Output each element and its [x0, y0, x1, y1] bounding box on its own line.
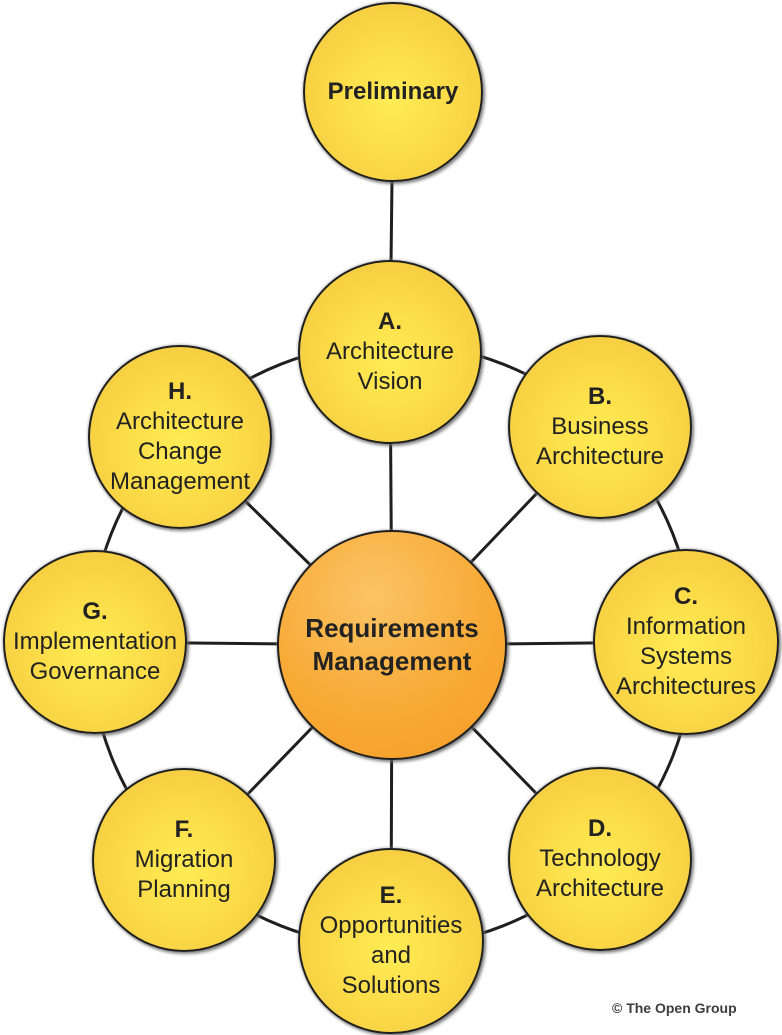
node-phase-d-technology-architecture[interactable]: D. Technology Architecture: [508, 767, 692, 951]
node-phase-c-information-systems-architectures[interactable]: C. Information Systems Architectures: [593, 549, 779, 735]
phase-name-line: Architecture: [535, 875, 665, 902]
phase-name-line: Change: [137, 438, 223, 465]
node-preliminary[interactable]: Preliminary: [303, 2, 483, 182]
phase-letter: A.: [378, 308, 402, 335]
phase-name-line: Management: [312, 646, 472, 676]
node-label: Preliminary: [328, 77, 459, 107]
copyright-text: © The Open Group: [612, 1000, 737, 1016]
phase-name-line: Architecture: [535, 443, 665, 470]
phase-name-line: Migration: [134, 846, 234, 873]
node-label: C. Information Systems Architectures: [616, 582, 756, 702]
node-phase-g-implementation-governance[interactable]: G. Implementation Governance: [3, 550, 187, 734]
phase-name-line: Requirements: [305, 613, 479, 643]
phase-name-line: Architecture: [325, 338, 455, 365]
node-label: B. Business Architecture: [536, 382, 664, 472]
phase-letter: E.: [379, 882, 403, 909]
phase-name-line: Preliminary: [327, 78, 459, 105]
node-label: Requirements Management: [305, 612, 478, 678]
phase-name-line: Management: [109, 468, 251, 495]
node-label: G. Implementation Governance: [13, 597, 177, 687]
node-phase-e-opportunities-and-solutions[interactable]: E. Opportunities and Solutions: [298, 848, 484, 1034]
phase-letter: D.: [588, 815, 612, 842]
phase-name-line: Technology: [539, 845, 661, 872]
phase-name-line: Architectures: [615, 673, 757, 700]
node-label: A. Architecture Vision: [326, 307, 454, 397]
phase-letter: C.: [674, 583, 698, 610]
phase-name-line: Systems: [639, 643, 732, 670]
phase-name-line: Planning: [137, 876, 231, 903]
phase-letter: F.: [174, 816, 194, 843]
phase-name-line: Business: [551, 413, 649, 440]
phase-letter: H.: [168, 378, 192, 405]
node-label: H. Architecture Change Management: [110, 377, 250, 497]
node-phase-a-architecture-vision[interactable]: A. Architecture Vision: [298, 260, 482, 444]
phase-letter: B.: [588, 383, 612, 410]
phase-name-line: Architecture: [115, 408, 245, 435]
phase-name-line: Solutions: [341, 972, 441, 999]
phase-name-line: and: [370, 942, 412, 969]
node-phase-h-architecture-change-management[interactable]: H. Architecture Change Management: [88, 345, 272, 529]
phase-name-line: Implementation: [12, 628, 178, 655]
node-requirements-management[interactable]: Requirements Management: [277, 530, 507, 760]
phase-letter: G.: [82, 598, 108, 625]
phase-name-line: Governance: [29, 658, 161, 685]
phase-name-line: Information: [625, 613, 747, 640]
node-label: E. Opportunities and Solutions: [320, 881, 463, 1001]
phase-name-line: Opportunities: [319, 912, 463, 939]
phase-name-line: Vision: [357, 368, 423, 395]
node-phase-b-business-architecture[interactable]: B. Business Architecture: [508, 335, 692, 519]
node-label: F. Migration Planning: [135, 815, 234, 905]
node-label: D. Technology Architecture: [536, 814, 664, 904]
node-phase-f-migration-planning[interactable]: F. Migration Planning: [92, 768, 276, 952]
